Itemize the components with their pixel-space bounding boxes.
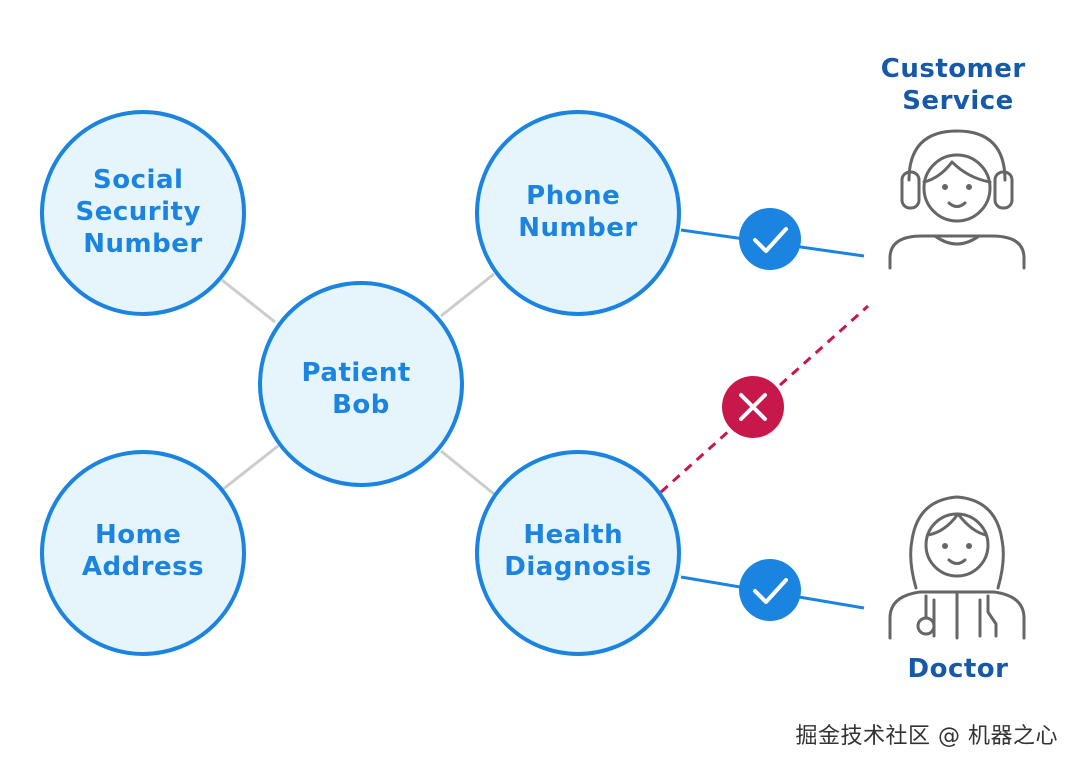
svg-text:Health Diagnosis: Health Diagnosis [504,520,651,582]
allowed-check-icon [739,559,801,621]
connector-patient-address [221,444,279,492]
allowed-check-icon [739,208,801,270]
svg-text:Patient Bob: Patient Bob [302,358,421,420]
node-label-line: Address [82,552,204,582]
role-label-line: Service [902,86,1014,116]
connector-patient-phone [440,272,495,318]
node-label-line: Patient [302,358,411,388]
headset-person-icon [888,129,1026,270]
svg-text:Social Security Nu: Social Security Number [76,165,211,259]
node-phone-number: Phone Number [475,110,681,316]
node-label-line: Social [93,165,183,195]
role-label-line: Doctor [908,654,1009,684]
patient-connectors [221,272,495,496]
svg-text:Phone Number: Phone Number [518,181,637,243]
node-label-line: Number [83,229,202,259]
node-label-line: Security [76,197,201,227]
denied-x-icon [722,376,784,438]
node-patient-bob: Patient Bob [258,281,464,487]
watermark: 掘金技术社区 @ 机器之心 [795,724,1058,749]
connector-patient-ssn [221,278,276,324]
node-label-line: Number [518,213,637,243]
role-label-line: Customer [881,54,1026,84]
node-home-address: Home Address [40,450,246,656]
node-label-line: Phone [526,181,620,211]
node-health-diagnosis: Health Diagnosis [475,450,681,656]
role-label-customer-service: Customer Service [881,54,1035,116]
role-label-doctor: Doctor [908,654,1009,684]
node-social-security-number: Social Security Number [40,110,246,316]
doctor-icon [888,495,1026,640]
connector-patient-health [440,449,495,496]
node-label-line: Bob [332,390,390,420]
node-label-line: Diagnosis [504,552,651,582]
svg-text:Home Address: Home Address [82,520,204,582]
access-line-health-customer-service-denied [659,304,870,494]
node-label-line: Health [523,520,623,550]
node-label-line: Home [95,520,181,550]
